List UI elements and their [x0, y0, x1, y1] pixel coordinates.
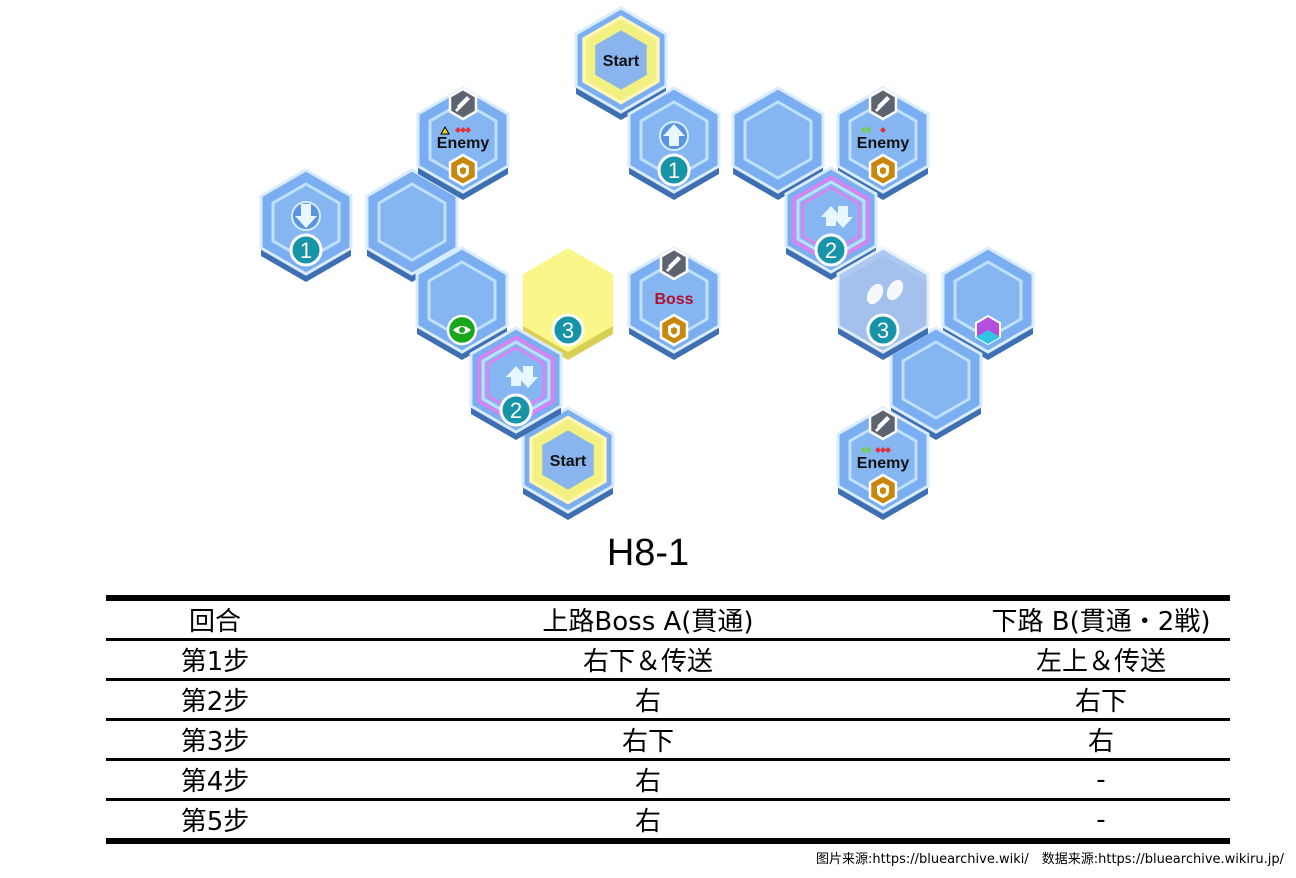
arrow-down-icon: [295, 204, 317, 228]
footsteps-icon: [866, 279, 904, 305]
arrow-down-icon: [833, 206, 853, 228]
table-row: 第4步 右 -: [106, 759, 1230, 801]
enemy-tile-left[interactable]: Enemy: [416, 86, 510, 200]
step-badge: 1: [657, 153, 691, 187]
sword-icon: [448, 87, 478, 121]
table-cell: 第3步: [106, 719, 324, 761]
table-header-row: 回合 上路Boss A(貫通) 下路 B(貫通・2戦): [106, 598, 1230, 641]
eye-tile[interactable]: [415, 246, 509, 360]
step-badge: 3: [551, 313, 585, 347]
enemy-label: Enemy: [437, 135, 490, 152]
start-tile-top[interactable]: Start: [574, 6, 668, 120]
svg-text:2: 2: [510, 398, 522, 423]
start-label: Start: [550, 453, 587, 470]
footsteps-tile[interactable]: 3: [836, 246, 930, 360]
enemy-label: Enemy: [857, 135, 910, 152]
table-cell: -: [1096, 804, 1106, 835]
route-table: 回合 上路Boss A(貫通) 下路 B(貫通・2戦) 第1步 右下＆传送 左上…: [106, 595, 1230, 844]
shield-icon: [868, 153, 898, 187]
crystal-tile[interactable]: [975, 314, 1001, 346]
table-cell: 右: [972, 719, 1230, 761]
arrow-up-icon: [663, 124, 685, 146]
sword-icon: [868, 407, 898, 441]
step-badge: 2: [814, 233, 848, 267]
sword-icon: [659, 247, 689, 281]
svg-text:2: 2: [825, 238, 837, 263]
svg-text:3: 3: [877, 318, 889, 343]
table-row: 第2步 右 右下: [106, 679, 1230, 721]
table-cell: 第1步: [106, 639, 324, 681]
boss-label: Boss: [654, 291, 693, 308]
table-row: 第1步 右下＆传送 左上＆传送: [106, 639, 1230, 681]
arrow-up-icon: [821, 206, 841, 226]
table-cell: 第4步: [106, 759, 324, 801]
enemy-tile-right-top[interactable]: Enemy: [836, 86, 930, 200]
svg-text:1: 1: [300, 238, 312, 263]
arrow-up-icon: [506, 366, 526, 386]
table-row: 第5步 右 -: [106, 800, 1230, 842]
table-cell: 右: [634, 807, 661, 837]
table-row: 第3步 右下 右: [106, 719, 1230, 761]
step-badge: 2: [499, 393, 533, 427]
column-header: 回合: [106, 598, 324, 641]
stage-title: H8-1: [606, 532, 690, 574]
table-cell: 右下＆传送: [324, 639, 972, 681]
table-cell: -: [972, 759, 1230, 801]
enemy-label: Enemy: [857, 455, 910, 472]
column-header: 上路Boss A(貫通): [324, 598, 972, 641]
shield-icon: [868, 473, 898, 507]
table-cell: 第5步: [180, 807, 250, 837]
table-cell: 右下: [324, 719, 972, 761]
teleport-tile-left[interactable]: 2: [469, 326, 563, 440]
arrow-up-tile[interactable]: 1: [627, 86, 721, 200]
enemy-tile-right-bottom[interactable]: Enemy: [836, 406, 930, 520]
teleport-tile-right[interactable]: 2: [784, 166, 878, 280]
svg-text:3: 3: [562, 318, 574, 343]
table-cell: 左上＆传送: [972, 639, 1230, 681]
table-cell: 右: [324, 679, 972, 721]
arrow-down-icon: [518, 366, 538, 388]
step-badge: 3: [866, 313, 900, 347]
svg-text:1: 1: [668, 158, 680, 183]
table-cell: 第2步: [106, 679, 324, 721]
step-badge: 1: [289, 233, 323, 267]
table-cell: 右下: [972, 679, 1230, 721]
stage-map: Start Start 1 1 Enemy: [259, 6, 1035, 520]
crystal-icon: [975, 314, 1001, 346]
arrow-down-tile[interactable]: 1: [259, 168, 353, 282]
shield-icon: [659, 313, 689, 347]
shield-icon: [448, 153, 478, 187]
start-tile-bottom[interactable]: Start: [521, 406, 615, 520]
highlight-tile[interactable]: 3: [523, 248, 613, 360]
start-label: Start: [603, 53, 640, 70]
boss-tile[interactable]: Boss: [627, 246, 721, 360]
eye-icon: [446, 314, 478, 346]
column-header: 下路 B(貫通・2戦): [972, 598, 1230, 641]
source-credits: 图片来源:https://bluearchive.wiki/ 数据来源:http…: [816, 852, 1284, 867]
table-cell: 右: [324, 759, 972, 801]
sword-icon: [868, 87, 898, 121]
